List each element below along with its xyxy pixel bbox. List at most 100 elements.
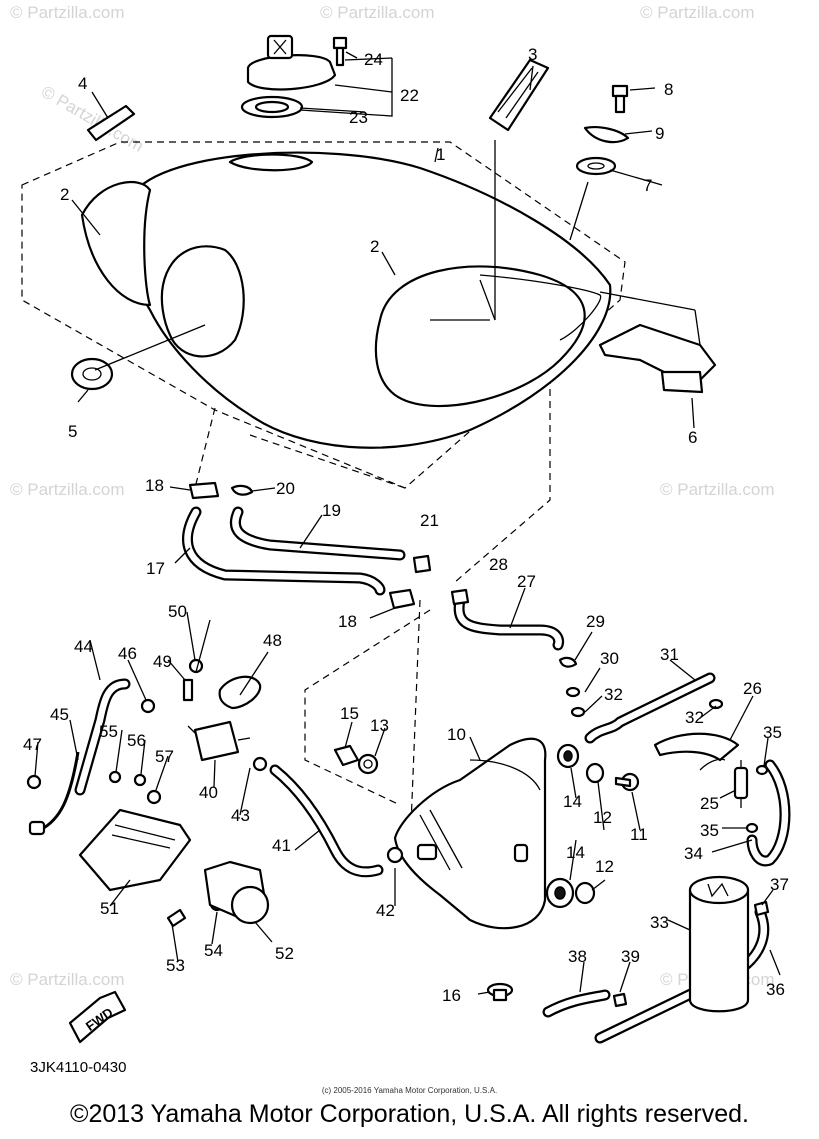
callout-label: 40 (199, 783, 218, 802)
callout-label: 32 (685, 708, 704, 727)
pump-cover (78, 808, 192, 892)
callout-label: 19 (322, 501, 341, 520)
damper (575, 156, 617, 176)
watermark: © Partzilla.com (660, 480, 775, 499)
callout-label: 14 (563, 792, 582, 811)
callout-label: 31 (660, 645, 679, 664)
drain-hose (453, 594, 565, 651)
callout-label: 29 (586, 612, 605, 631)
callout-label: 24 (364, 50, 383, 69)
cap-bolt (332, 36, 348, 67)
tank-bracket (598, 323, 717, 394)
hose-clip (188, 481, 432, 610)
pad (86, 104, 136, 142)
fuel-filter (187, 720, 251, 762)
callout-label: 44 (74, 637, 93, 656)
callout-label: 38 (568, 947, 587, 966)
callout-label: 13 (370, 716, 389, 735)
filter-bracket (218, 675, 262, 710)
callout-label: 49 (153, 652, 172, 671)
callout-label: 7 (643, 176, 652, 195)
callout-label: 14 (566, 843, 585, 862)
charcoal-canister (688, 875, 750, 1013)
diagram-code: 3JK4110-0430 (30, 1059, 126, 1076)
fuel-pump (203, 860, 270, 925)
callout-label: 20 (276, 479, 295, 498)
callout-label: 9 (655, 124, 664, 143)
vent-hose (584, 672, 716, 744)
callout-label: 39 (621, 947, 640, 966)
callout-label: 17 (146, 559, 165, 578)
callout-label: 47 (23, 735, 42, 754)
callout-label: 3 (528, 45, 537, 64)
washer (574, 881, 596, 905)
callout-label: 28 (489, 555, 508, 574)
callout-label: 54 (204, 941, 223, 960)
damper (70, 357, 114, 391)
fuel-reservoir (393, 737, 547, 930)
callout-label: 37 (770, 875, 789, 894)
forward-arrow-icon: FWD (68, 990, 127, 1044)
callout-label: 25 (700, 794, 719, 813)
callout-label: 6 (688, 428, 697, 447)
bolt (611, 84, 629, 114)
drain-hose-short (542, 989, 611, 1018)
fuel-hose-pump (269, 764, 384, 878)
callout-label: 43 (231, 806, 250, 825)
watermark: © Partzilla.com (640, 3, 755, 22)
fuel-line (28, 751, 80, 836)
callout-label: 53 (166, 956, 185, 975)
leader-line (249, 434, 406, 489)
callout-label: 50 (168, 602, 187, 621)
callout-label: 12 (595, 857, 614, 876)
callout-label: 10 (447, 725, 466, 744)
hose-fitting (612, 900, 770, 1008)
callout-label: 33 (650, 913, 669, 932)
callout-label: 21 (420, 511, 439, 530)
fuel-hose-inlet (74, 678, 131, 796)
watermark: © Partzilla.com (10, 3, 125, 22)
hose-clip (26, 698, 404, 864)
grommet (545, 877, 575, 909)
leader-lines (34, 51, 781, 995)
hose-clip (450, 588, 470, 606)
washer-plate (583, 126, 630, 144)
fuel-tank (80, 151, 612, 449)
leader-line (454, 365, 551, 583)
callout-label: 12 (593, 808, 612, 827)
nut (357, 753, 379, 775)
drain-plug (486, 982, 514, 1002)
callout-label: 30 (600, 649, 619, 668)
callout-label: 34 (684, 844, 703, 863)
grommet (556, 743, 580, 769)
cap-gasket (240, 95, 304, 119)
copyright-small: (c) 2005-2016 Yamaha Motor Corporation, … (321, 1086, 498, 1095)
callout-label: 18 (145, 476, 164, 495)
check-valve (733, 760, 749, 808)
callout-label: 1 (436, 145, 445, 164)
callout-label: 46 (118, 644, 137, 663)
callout-label: 4 (78, 74, 87, 93)
callout-label: 35 (763, 723, 782, 742)
leader-line (304, 609, 431, 806)
bolt (614, 772, 640, 792)
breather-hose (229, 506, 406, 561)
copyright-notice: ©2013 Yamaha Motor Corporation, U.S.A. A… (70, 1100, 749, 1128)
callout-label: 26 (743, 679, 762, 698)
fuel-hose (182, 506, 386, 596)
leader-line (194, 407, 216, 489)
callout-label: 23 (349, 108, 368, 127)
callout-label: 2 (370, 237, 379, 256)
hose-clip (558, 656, 578, 668)
callout-label: 52 (275, 944, 294, 963)
callout-label: 56 (127, 731, 146, 750)
washer (585, 762, 605, 784)
leader-line (409, 599, 421, 851)
callout-label: 22 (400, 86, 419, 105)
tank-assembly-outline (21, 141, 626, 489)
collar (333, 744, 360, 767)
callout-numbers: 1 2 2 3 4 5 6 7 8 9 10 11 12 12 13 14 14… (23, 45, 789, 1005)
watermark: © Partzilla.com (10, 970, 125, 989)
callout-label: 51 (100, 899, 119, 918)
